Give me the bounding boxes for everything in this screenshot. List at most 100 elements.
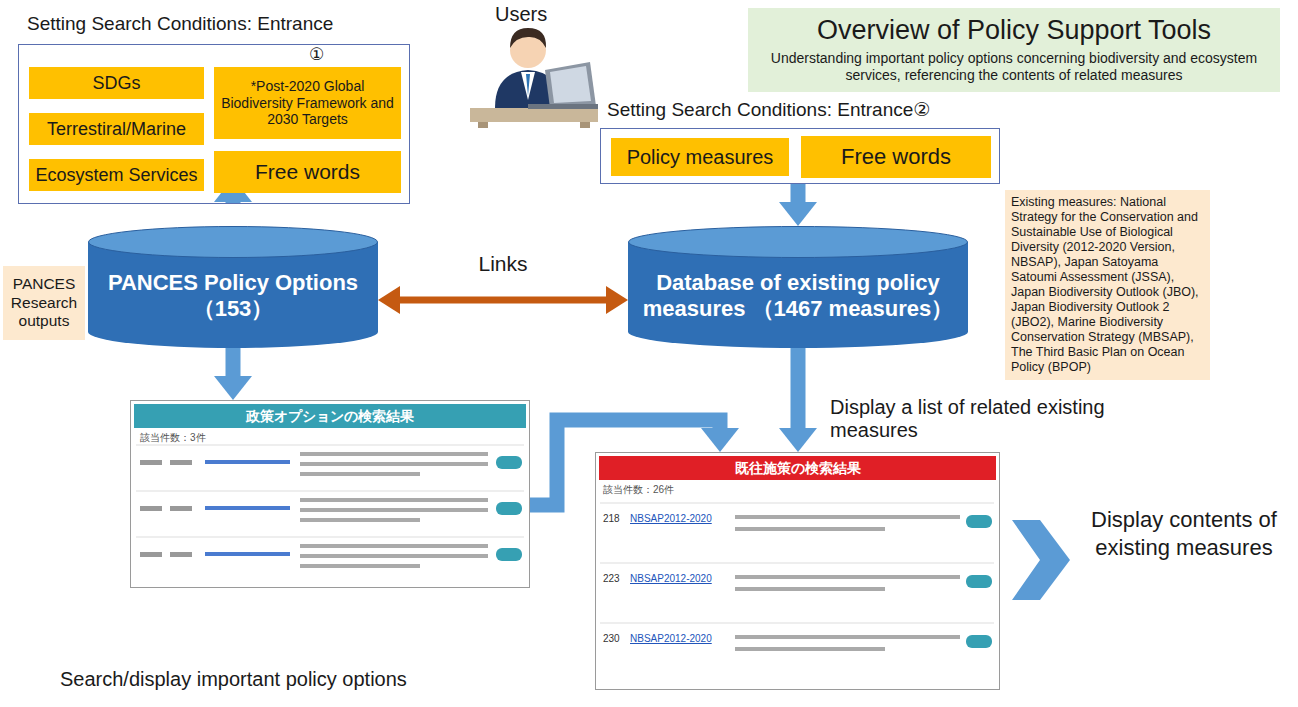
text-bar — [170, 506, 192, 511]
row-id: 223 — [603, 573, 627, 585]
node-text: PANCES Research outputs — [7, 275, 81, 331]
detail-button — [966, 575, 992, 588]
node-text: PANCES Policy Options （153） — [100, 270, 366, 323]
cylinder-top — [89, 227, 378, 258]
condition-box: Terrestiral/Marine — [29, 113, 204, 145]
node-subtext: ① — [309, 45, 324, 65]
condition-box: Free words — [801, 136, 991, 178]
cylinder-top — [629, 227, 968, 258]
actor-label: Users — [495, 3, 575, 26]
row-rule — [600, 623, 994, 624]
row-link: NBSAP2012-2020 — [630, 633, 726, 645]
node-text: Free words — [841, 144, 951, 170]
database-cylinder: PANCES Policy Options （153） — [88, 226, 378, 348]
result-row — [600, 503, 994, 531]
text-bar — [735, 527, 885, 531]
link-bar — [205, 552, 290, 556]
text-bar — [140, 460, 162, 465]
user-icon — [470, 28, 598, 128]
text-bar — [300, 462, 488, 466]
caption-label: Search/display important policy options — [60, 668, 580, 691]
note-box: Existing measures: National Strategy for… — [1005, 190, 1210, 380]
node-text: Setting Search Conditions: Entrance — [27, 13, 333, 35]
text-bar — [300, 544, 488, 548]
text-bar — [300, 472, 420, 476]
node-text: 既往施策の検索結果 — [599, 456, 996, 480]
chevron-arrow — [1012, 520, 1070, 600]
result-row — [600, 563, 994, 591]
link-bar — [205, 460, 290, 464]
flow-arrow — [226, 348, 241, 376]
desk-leg — [478, 122, 488, 128]
row-link: NBSAP2012-2020 — [630, 573, 726, 585]
count-text: 該当件数：26件 — [603, 484, 723, 496]
laptop-display — [550, 66, 591, 103]
detail-button — [966, 515, 992, 528]
node-text: Free words — [255, 160, 360, 184]
link-bar — [205, 506, 290, 510]
result-row — [600, 623, 994, 651]
row-rule — [136, 537, 524, 538]
node-text: *Post-2020 Global Biodiversity Framework… — [220, 78, 395, 128]
text-bar — [140, 552, 162, 557]
note-box: PANCES Research outputs — [3, 266, 85, 340]
detail-button — [496, 456, 522, 469]
detail-button — [496, 502, 522, 515]
text-bar — [300, 554, 488, 558]
user-shirt — [521, 72, 535, 100]
node-text: Ecosystem Services — [35, 165, 197, 186]
condition-box: *Post-2020 Global Biodiversity Framework… — [214, 67, 401, 139]
count-text: 該当件数：3件 — [140, 432, 260, 444]
node-text: Policy measures — [627, 146, 774, 169]
result-row — [136, 445, 524, 476]
text-bar — [735, 587, 885, 591]
row-id: 230 — [603, 633, 627, 645]
text-bar — [300, 508, 488, 512]
text-bar — [300, 518, 420, 522]
database-cylinder: Database of existing policy measures （14… — [628, 226, 968, 348]
node-text: Setting Search Conditions: Entrance② — [607, 98, 930, 121]
node-text: Existing measures: National Strategy for… — [1011, 195, 1204, 375]
condition-box: Free words — [214, 151, 401, 193]
row-rule — [136, 445, 524, 446]
text-bar — [300, 452, 488, 456]
user-hair — [510, 28, 546, 48]
text-bar — [140, 506, 162, 511]
node-text: 政策オプションの検索結果 — [134, 404, 526, 428]
text-bar — [735, 647, 885, 651]
text-bar — [300, 564, 420, 568]
condition-box: SDGs — [29, 67, 204, 99]
desk — [470, 108, 598, 122]
link-arrow — [400, 297, 606, 304]
row-id: 218 — [603, 513, 627, 525]
entrance-box: SDGsTerrestiral/MarineEcosystem Services… — [18, 44, 410, 204]
screenshot-panel: 政策オプションの検索結果 — [130, 400, 530, 588]
title-box: Overview of Policy Support ToolsUndersta… — [748, 8, 1280, 92]
flow-arrow — [791, 184, 806, 202]
text-bar — [170, 552, 192, 557]
edge-label: Links — [475, 252, 530, 276]
node-text: Terrestiral/Marine — [47, 119, 186, 140]
row-rule — [600, 563, 994, 564]
condition-box: Ecosystem Services — [29, 159, 204, 191]
laptop-screen — [545, 62, 596, 108]
detail-button — [496, 548, 522, 561]
result-row — [136, 491, 524, 522]
node-text: Overview of Policy Support Tools — [817, 15, 1211, 46]
text-bar — [300, 498, 488, 502]
flow-arrow — [791, 348, 806, 428]
text-bar — [735, 575, 960, 579]
entrance-box: Policy measuresFree wordsSetting Search … — [600, 128, 1000, 184]
node-text: Database of existing policy measures （14… — [640, 270, 956, 323]
node-text: SDGs — [92, 73, 140, 94]
desk-leg — [580, 122, 590, 128]
row-link: NBSAP2012-2020 — [630, 513, 726, 525]
text-bar — [735, 635, 960, 639]
step-label: Display contents of existing measures — [1074, 506, 1294, 561]
detail-button — [966, 635, 992, 648]
laptop-base — [528, 104, 598, 109]
text-bar — [735, 515, 960, 519]
